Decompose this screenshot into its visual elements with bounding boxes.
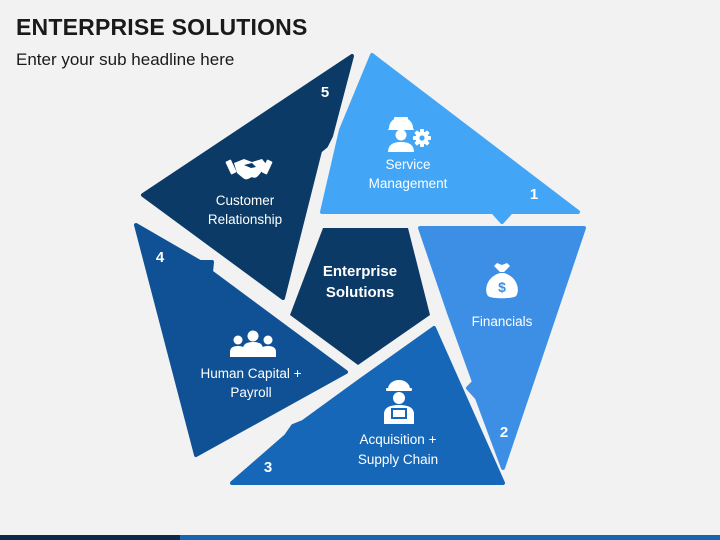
- segment-customer-relationship[interactable]: Customer Relationship 5: [141, 54, 354, 300]
- handshake-icon: [225, 159, 273, 180]
- segment-3-label-line1: Acquisition +: [360, 432, 437, 447]
- segment-3-shape: [230, 326, 505, 485]
- footer-bar: [0, 535, 720, 540]
- center-pentagon: [290, 228, 430, 365]
- segment-5-label-line1: Customer: [216, 193, 275, 208]
- money-bag-icon: $: [486, 263, 518, 299]
- segment-1-number: 1: [530, 186, 538, 203]
- segment-5-label-line2: Relationship: [208, 212, 282, 227]
- worker-gear-icon: [388, 117, 431, 152]
- segment-1-label-line2: Management: [369, 176, 448, 191]
- team-icon: [230, 330, 276, 357]
- segment-2-number: 2: [500, 424, 508, 441]
- segment-2-shape: [418, 226, 586, 470]
- delivery-person-icon: [384, 380, 414, 424]
- segment-human-capital-payroll[interactable]: Human Capital + Payroll 4: [134, 223, 348, 457]
- segment-financials[interactable]: $ Financials 2: [418, 226, 586, 470]
- svg-text:$: $: [498, 279, 506, 295]
- segment-acquisition-supply-chain[interactable]: Acquisition + Supply Chain 3: [230, 326, 505, 485]
- center-label-line1: Enterprise: [323, 263, 397, 280]
- segment-3-number: 3: [264, 459, 272, 476]
- segment-service-management[interactable]: Service Management 1: [320, 53, 580, 224]
- segment-1-label-line1: Service: [385, 157, 430, 172]
- segment-5-number: 5: [321, 84, 329, 101]
- page-subtitle: Enter your sub headline here: [16, 50, 235, 69]
- segment-4-label-line2: Payroll: [230, 385, 271, 400]
- segment-1-shape: [320, 53, 580, 224]
- center-label-line2: Solutions: [326, 284, 394, 301]
- segment-4-label-line1: Human Capital +: [201, 366, 302, 381]
- segment-4-number: 4: [156, 249, 165, 266]
- segment-2-label-line1: Financials: [472, 314, 533, 329]
- page-title: ENTERPRISE SOLUTIONS: [16, 14, 308, 40]
- segment-3-label-line2: Supply Chain: [358, 452, 438, 467]
